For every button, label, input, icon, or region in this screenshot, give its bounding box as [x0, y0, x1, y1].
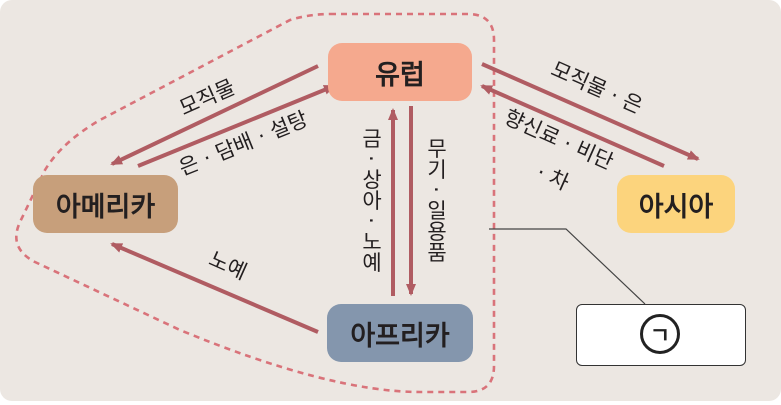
arrow-asia-to-europe — [480, 84, 665, 168]
dashed-triangle-outline — [15, 12, 496, 394]
label-europe-to-africa: 무기 · 일용품 — [424, 137, 448, 263]
node-africa: 아프리카 — [327, 304, 473, 362]
circled-marker: ㄱ — [640, 314, 680, 354]
arrow-europe-to-america — [110, 64, 319, 166]
node-america: 아메리카 — [33, 175, 178, 233]
arrow-africa-to-america — [110, 242, 319, 334]
label-africa-to-europe: 금 · 상아 · 노예 — [359, 127, 383, 273]
arrow-europe-to-asia — [481, 62, 700, 161]
callout-leader-line — [489, 228, 646, 305]
node-europe: 유럽 — [328, 43, 472, 101]
node-asia: 아시아 — [617, 175, 735, 233]
arrow-america-to-europe — [137, 84, 336, 168]
answer-callout-box: ㄱ — [576, 304, 746, 366]
